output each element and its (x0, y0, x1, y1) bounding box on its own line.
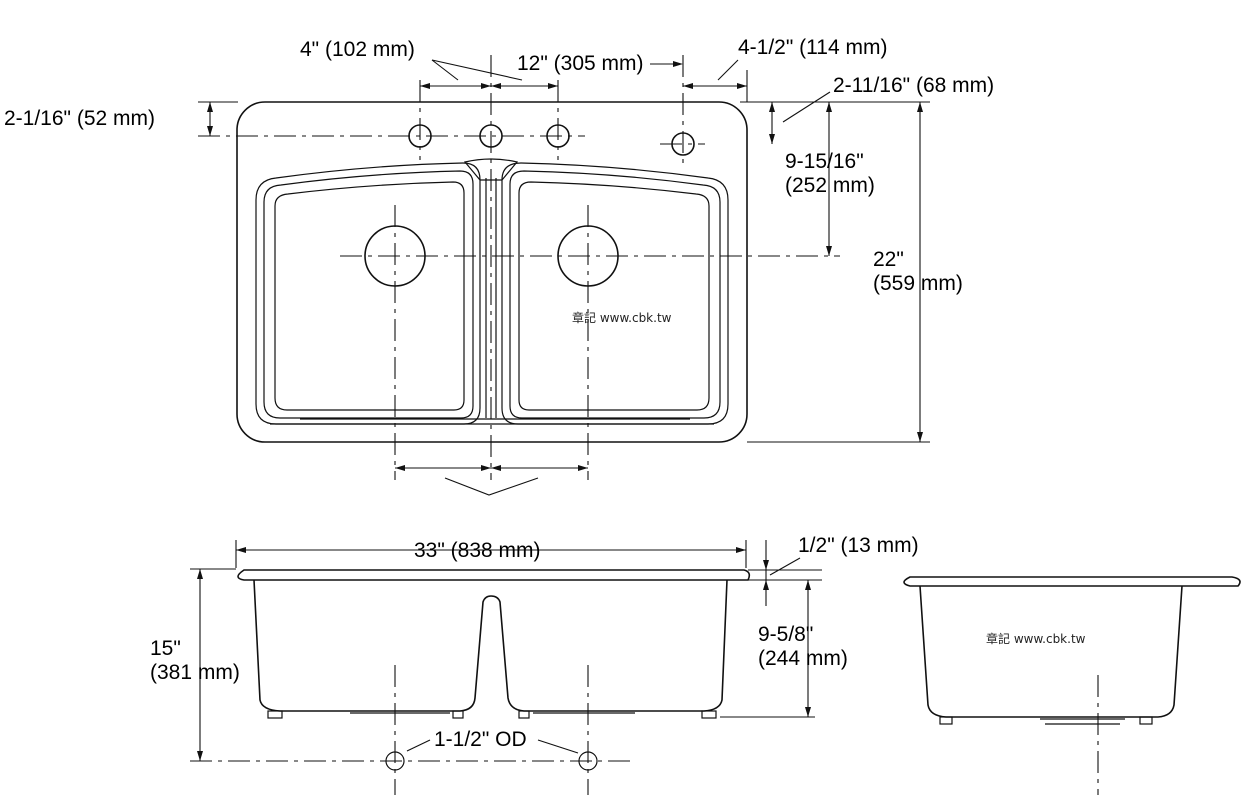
side-view (903, 576, 1241, 795)
front-view (190, 540, 822, 795)
accessory-setback-label: 2-11/16" (68 mm) (833, 74, 994, 97)
side-rim (903, 576, 1241, 587)
deck-setback-label: 2-1/16" (52 mm) (4, 107, 155, 130)
right-bowl-basin (518, 181, 710, 411)
depth-mm-label: (559 mm) (873, 272, 963, 295)
left-bowl-basin (274, 181, 465, 411)
left-bowl-rim-mid (263, 170, 474, 419)
sink-deck-outline (236, 101, 748, 443)
drain-od-label: 1-1/2" OD (434, 728, 527, 751)
overall-height-label: 15" (150, 637, 181, 660)
front-left-bowl (253, 579, 728, 712)
left-bowl-rim-outer (255, 162, 481, 425)
right-bowl-rim-outer (501, 162, 729, 425)
bowl-divider (463, 158, 519, 181)
faucet-spacing-label: 4" (102 mm) (300, 38, 415, 61)
watermark-side: 章記 www.cbk.tw (986, 631, 1086, 646)
side-bowl (919, 585, 1183, 718)
overall-width-label: 33" (838 mm) (414, 539, 541, 562)
accessory-offset-label: 4-1/2" (114 mm) (738, 36, 887, 59)
watermark-top: 章記 www.cbk.tw (572, 310, 672, 325)
rim-thickness-label: 1/2" (13 mm) (798, 534, 919, 557)
drain-setback-mm-label: (252 mm) (785, 174, 875, 197)
drain-setback-label: 9-15/16" (785, 150, 864, 173)
plan-view (198, 55, 930, 496)
right-bowl-rim-mid (509, 170, 721, 419)
faucet-spread-label: 12" (305 mm) (517, 52, 644, 75)
depth-label: 22" (873, 248, 904, 271)
front-rim (237, 569, 751, 581)
bowl-depth-mm-label: (244 mm) (758, 647, 848, 670)
bowl-depth-label: 9-5/8" (758, 623, 813, 646)
overall-height-mm-label: (381 mm) (150, 661, 240, 684)
